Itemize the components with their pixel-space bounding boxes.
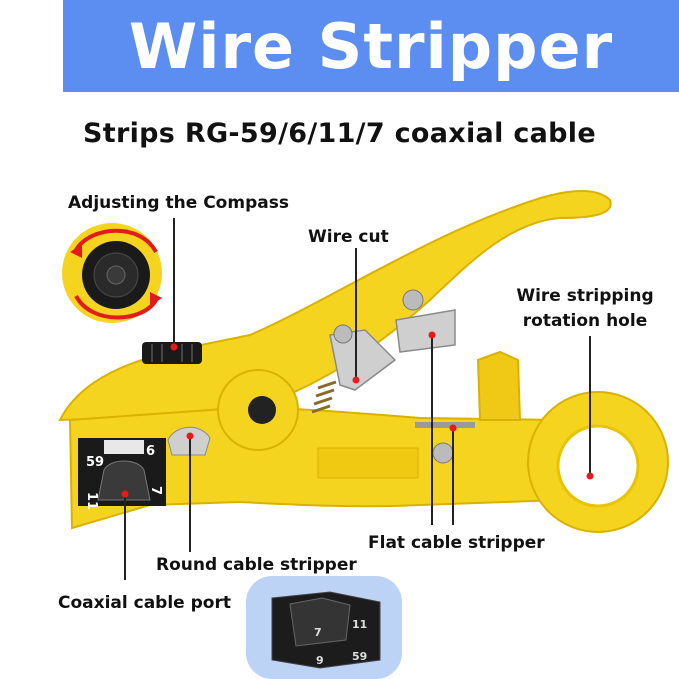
port-number-7: 7 xyxy=(148,486,163,495)
marker-dots xyxy=(121,331,594,498)
screw-lower xyxy=(432,442,454,464)
title-banner: Wire Stripper xyxy=(63,0,679,92)
port-number-6: 6 xyxy=(146,444,155,459)
subtitle: Strips RG-59/6/11/7 coaxial cable xyxy=(83,118,596,149)
coax-port-well xyxy=(97,460,151,501)
coax-port-inset xyxy=(246,576,402,679)
label-rotation-hole-line1: Wire stripping xyxy=(516,286,654,306)
rotation-hole xyxy=(556,424,640,508)
page-title: Wire Stripper xyxy=(128,9,614,83)
label-adjusting-compass: Adjusting the Compass xyxy=(68,193,289,213)
tool-post xyxy=(476,350,522,421)
port-number-59: 59 xyxy=(86,455,104,470)
inset-number-7: 7 xyxy=(314,626,322,639)
label-rotation-hole-line2: rotation hole xyxy=(522,311,648,331)
port-number-11: 11 xyxy=(84,492,99,510)
body-recess xyxy=(317,447,419,479)
screw-top xyxy=(402,289,424,311)
label-wire-cut: Wire cut xyxy=(308,227,389,247)
label-round-cable-stripper: Round cable stripper xyxy=(156,555,357,575)
compass-knob xyxy=(142,342,202,364)
flat-stripper-slot xyxy=(415,422,475,428)
inset-number-9: 9 xyxy=(316,654,324,667)
screw-upper xyxy=(333,324,353,344)
compass-inset xyxy=(62,223,162,323)
leader-lines xyxy=(124,218,591,580)
label-flat-cable-stripper: Flat cable stripper xyxy=(368,533,545,553)
spring xyxy=(311,380,337,414)
pivot-knob xyxy=(248,396,276,424)
inset-number-59: 59 xyxy=(352,650,367,663)
inset-number-11: 11 xyxy=(352,618,367,631)
wire-cut-blade xyxy=(329,329,397,391)
label-coaxial-cable-port: Coaxial cable port xyxy=(58,593,231,613)
flat-stripper-blade xyxy=(395,309,456,353)
